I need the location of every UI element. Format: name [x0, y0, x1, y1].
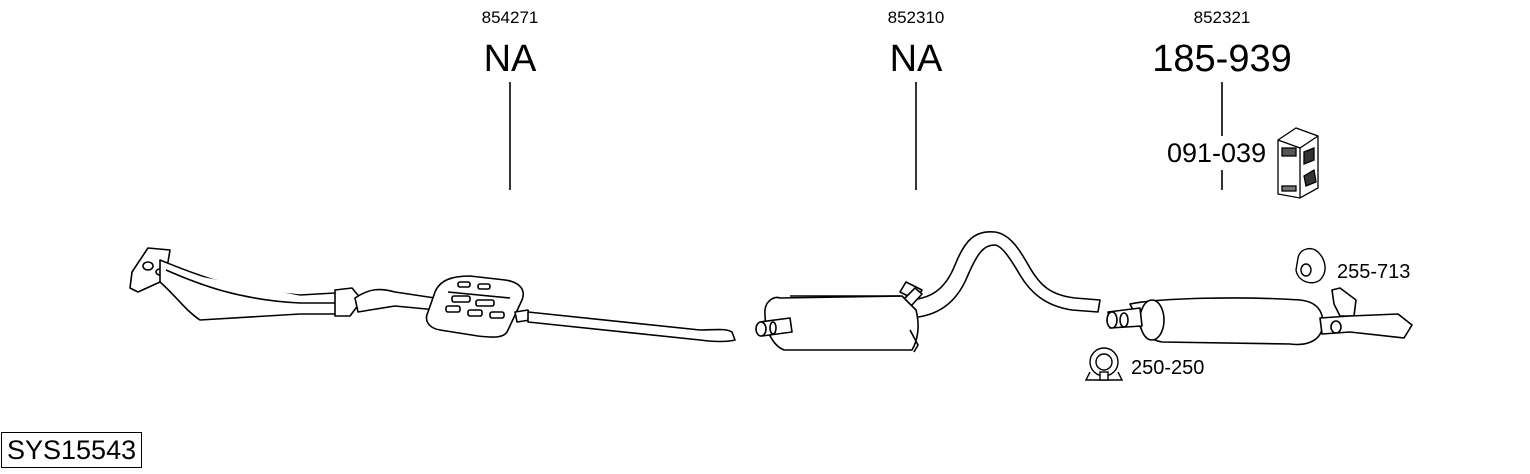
part-ref-rear: 185-939 [1152, 38, 1292, 80]
leader-lines [509, 82, 1223, 190]
part-subref-rear: 091-039 [1167, 138, 1267, 168]
accessory-label-clamp: 250-250 [1131, 357, 1205, 379]
pipe-clamp-icon [1084, 347, 1124, 381]
rubber-hanger-icon [1295, 247, 1326, 284]
accessory-label-hanger: 255-713 [1337, 261, 1411, 283]
part-ref-middle: NA [889, 38, 943, 80]
system-id: SYS15543 [1, 432, 143, 468]
part-code-middle: 852310 [887, 8, 945, 27]
middle-silencer-section [755, 231, 1101, 353]
mounting-kit-box-icon [1277, 127, 1319, 199]
front-pipe-section [129, 247, 736, 343]
part-ref-front: NA [483, 38, 537, 80]
rear-silencer-section [1106, 287, 1413, 346]
part-code-rear: 852321 [1193, 8, 1251, 27]
part-code-front: 854271 [481, 8, 539, 27]
